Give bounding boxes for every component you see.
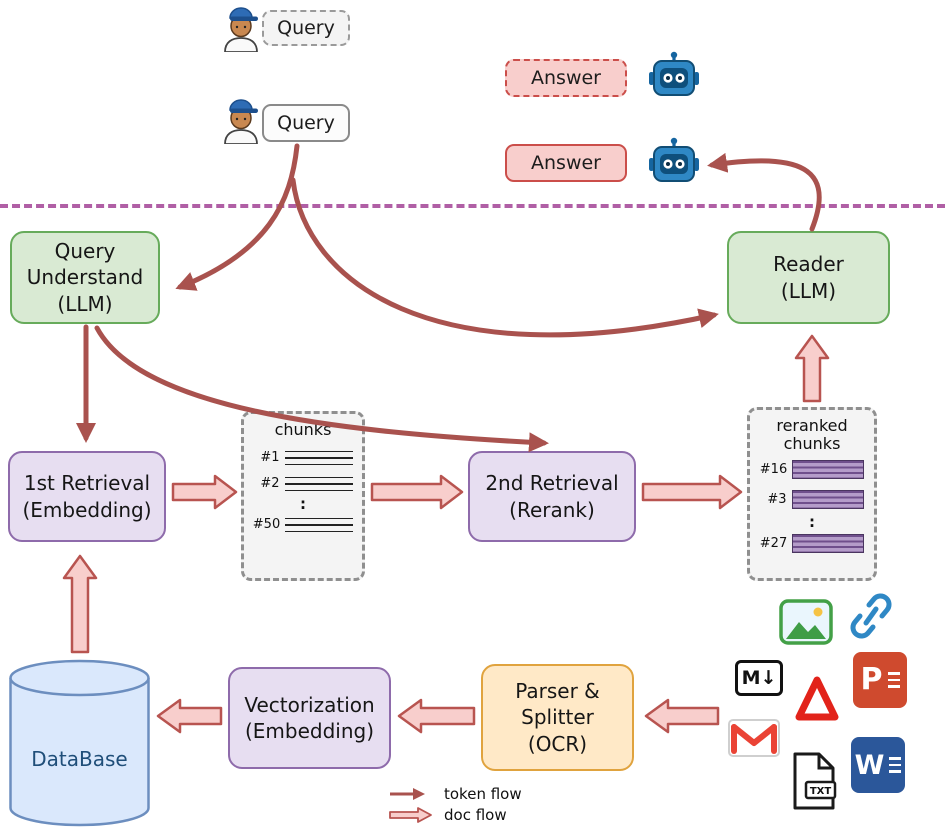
- link-icon: [850, 593, 892, 639]
- second-retrieval-node: 2nd Retrieval (Rerank): [468, 451, 636, 542]
- arrow-chunks-to-second-retrieval: [370, 474, 464, 510]
- arrow-sources-to-parser: [644, 698, 720, 734]
- legend-token-flow: token flow: [388, 785, 522, 803]
- node-label: 1st Retrieval: [23, 471, 151, 496]
- node-label: 2nd Retrieval: [485, 471, 619, 496]
- reranked-chunk-row: #3: [761, 489, 864, 509]
- reranked-title: reranked chunks: [776, 416, 848, 454]
- arrow-first-retrieval-to-chunks: [171, 474, 238, 510]
- reranked-chunk-row: #27: [759, 533, 865, 553]
- database-node: DataBase: [8, 658, 151, 830]
- token-flow-arrow: [390, 788, 425, 800]
- pdf-icon: [795, 676, 839, 721]
- chunk-rank-label: #2: [260, 476, 280, 492]
- markdown-label: M↓: [741, 667, 777, 689]
- node-label: (OCR): [527, 731, 588, 756]
- node-label: (LLM): [780, 278, 837, 303]
- answer-box-dashed: Answer: [505, 59, 627, 97]
- highlighted-chunk: [791, 489, 864, 509]
- powerpoint-icon: P: [853, 652, 907, 708]
- word-icon: W: [851, 737, 905, 793]
- arrow-query-to-query-understand: [175, 143, 300, 291]
- doc-lines: [889, 757, 902, 773]
- node-label: Understand: [26, 265, 144, 290]
- node-label: Query: [54, 238, 116, 263]
- txt-file-icon: TXT: [793, 752, 837, 810]
- arrow-vectorization-to-database: [156, 698, 223, 734]
- reranked-chunk-row: #16: [759, 459, 865, 479]
- chunk-text-lines: [284, 476, 353, 492]
- chunk-text-lines: [285, 517, 354, 533]
- reranked-chunks-panel: reranked chunks #16 #3 : #27: [747, 407, 877, 581]
- robot-icon: [649, 137, 699, 182]
- user-icon: [224, 99, 258, 144]
- reranked-ellipsis: :: [809, 512, 815, 531]
- query-box-solid: Query: [262, 104, 350, 142]
- chunk-rank-label: #27: [759, 535, 788, 551]
- node-label: Splitter: [521, 705, 594, 730]
- chunk-row: #2: [254, 476, 353, 491]
- node-label: (Rerank): [509, 497, 595, 522]
- node-label: (Embedding): [244, 719, 375, 743]
- first-retrieval-node: 1st Retrieval (Embedding): [8, 451, 166, 542]
- legend-doc-flow: doc flow: [388, 806, 507, 824]
- chunk-rank-label: #1: [260, 450, 280, 466]
- node-label: (LLM): [57, 291, 113, 316]
- answer-solid-label: Answer: [531, 152, 601, 174]
- highlighted-chunk: [792, 533, 865, 553]
- image-icon: [779, 599, 833, 645]
- query-solid-label: Query: [277, 112, 335, 134]
- word-label: W: [854, 749, 885, 781]
- doc-lines: [887, 672, 900, 688]
- gmail-icon: [728, 719, 780, 757]
- robot-icon: [649, 51, 699, 96]
- online-offline-separator: [0, 204, 945, 208]
- arrow-reader-to-answer: [707, 152, 822, 232]
- parser-splitter-node: Parser & Splitter (OCR): [481, 664, 634, 771]
- query-dashed-label: Query: [277, 17, 335, 39]
- markdown-icon: M↓: [735, 660, 783, 696]
- arrow-reranked-to-reader: [794, 334, 830, 403]
- chunk-rank-label: #50: [252, 517, 281, 533]
- chunk-row: #1: [254, 450, 353, 465]
- node-label: (Embedding): [22, 497, 152, 522]
- database-label: DataBase: [31, 747, 128, 772]
- arrow-database-to-first-retrieval: [62, 554, 98, 654]
- reranked-title-line: reranked: [776, 416, 848, 435]
- reader-node: Reader (LLM): [727, 231, 890, 324]
- arrow-second-retrieval-to-reranked: [641, 474, 743, 510]
- database-cylinder: [9, 659, 150, 827]
- vectorization-node: Vectorization (Embedding): [228, 667, 391, 769]
- doc-flow-arrow: [389, 807, 432, 823]
- txt-label: TXT: [810, 786, 832, 797]
- query-box-dashed: Query: [262, 10, 350, 46]
- chunk-row: #50: [252, 517, 354, 533]
- answer-dashed-label: Answer: [531, 67, 601, 89]
- node-label: Parser &: [515, 678, 600, 703]
- node-label: Vectorization: [244, 692, 375, 717]
- node-label: Reader: [773, 252, 844, 277]
- chunks-ellipsis: :: [300, 495, 306, 514]
- chunk-rank-label: #16: [759, 461, 788, 477]
- arrow-parser-to-vectorization: [397, 698, 476, 734]
- legend-doc-flow-label: doc flow: [444, 806, 507, 824]
- chunk-text-lines: [284, 450, 353, 466]
- query-understand-node: Query Understand (LLM): [10, 231, 160, 324]
- answer-box-solid: Answer: [505, 144, 627, 182]
- chunks-panel: chunks #1 #2 : #50: [241, 411, 365, 581]
- user-icon: [224, 7, 258, 52]
- legend-token-flow-label: token flow: [444, 785, 522, 803]
- powerpoint-label: P: [860, 662, 883, 697]
- chunks-title: chunks: [274, 420, 332, 439]
- reranked-title-line: chunks: [783, 434, 841, 454]
- highlighted-chunk: [792, 459, 865, 479]
- chunk-rank-label: #3: [767, 491, 787, 507]
